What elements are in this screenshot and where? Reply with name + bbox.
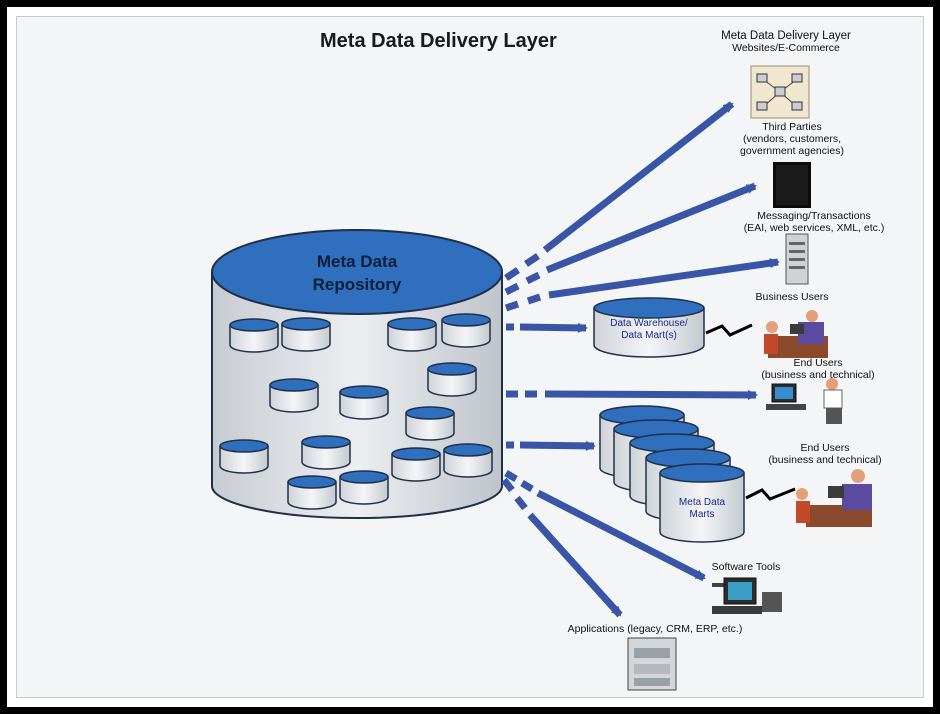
delivery-arrows: [501, 104, 778, 615]
arrow-data-marts: [506, 445, 594, 446]
disk: [281, 317, 331, 352]
diagram-title: Meta Data Delivery Layer: [320, 30, 557, 52]
business-users-label: Business Users: [744, 291, 840, 303]
applications-label-line1: Applications (legacy, CRM, ERP, etc.): [567, 623, 743, 635]
disk: [387, 317, 437, 352]
end-users-1-label-line2: (business and technical): [761, 369, 875, 381]
websites-label-line1: Meta Data Delivery Layer: [721, 30, 851, 42]
business-users-label-line1: Business Users: [755, 291, 829, 303]
lightning-links: [705, 323, 796, 501]
repository-label: Meta Data Repository: [282, 250, 432, 296]
third-parties-label-line1: Third Parties: [762, 121, 822, 133]
data-warehouse-cylinder: [593, 297, 705, 358]
arrow-messaging: [504, 186, 755, 296]
arrow-websites: [504, 104, 732, 281]
workstation-icon: [766, 378, 843, 424]
end-users-2-label: End Users (business and technical): [754, 442, 896, 466]
disk: [301, 435, 351, 470]
third-parties-label: Third Parties (vendors, customers, gover…: [730, 121, 854, 157]
arrow-data-warehouse: [506, 327, 586, 328]
disk: [229, 318, 279, 353]
repository-label-line2: Repository: [312, 275, 402, 294]
disk: [405, 406, 455, 441]
meta-data-marts-label-line1: Meta Data: [678, 497, 726, 508]
third-parties-label-line3: government agencies): [740, 145, 844, 157]
meta-data-marts-cylinders: [599, 405, 745, 543]
disk: [443, 443, 493, 478]
link-zigzag: [705, 323, 753, 337]
disk: [391, 447, 441, 482]
disk: [219, 439, 269, 474]
disk: [269, 378, 319, 413]
people-icon: [796, 469, 872, 527]
people-icon: [764, 310, 828, 358]
disk: [339, 385, 389, 420]
computer-icon: [712, 577, 782, 614]
meta-data-marts-label: Meta Data Marts: [664, 497, 740, 521]
websites-label: Meta Data Delivery Layer Websites/E-Comm…: [700, 30, 872, 54]
software-tools-label: Software Tools: [700, 561, 792, 573]
printer-icon: [627, 637, 677, 691]
file-cabinet-icon: [785, 233, 809, 285]
data-warehouse-label-line1: Data Warehouse/: [610, 318, 688, 329]
messaging-label: Messaging/Transactions (EAI, web service…: [724, 210, 904, 234]
disk: [287, 475, 337, 510]
meta-data-marts-label-line2: Marts: [689, 509, 715, 520]
arrow-end-users-1: [506, 394, 756, 395]
network-icon: [750, 65, 810, 119]
repository-label-line1: Meta Data: [316, 252, 398, 271]
applications-label: Applications (legacy, CRM, ERP, etc.): [542, 623, 768, 635]
end-users-2-label-line1: End Users: [800, 442, 850, 454]
end-users-1-label: End Users (business and technical): [748, 357, 888, 381]
disk: [427, 362, 477, 397]
server-icon: [773, 162, 811, 208]
end-users-1-label-line1: End Users: [793, 357, 843, 369]
repository-disks: [219, 313, 493, 510]
end-users-2-label-line2: (business and technical): [768, 454, 882, 466]
link-zigzag: [745, 487, 796, 501]
data-warehouse-label: Data Warehouse/ Data Mart(s): [596, 318, 702, 342]
data-warehouse-label-line2: Data Mart(s): [621, 330, 677, 341]
arrow-applications: [501, 477, 620, 615]
websites-label-line2: Websites/E-Commerce: [732, 42, 840, 54]
arrow-business-users: [504, 262, 778, 312]
disk: [339, 470, 389, 505]
software-tools-label-line1: Software Tools: [711, 561, 781, 573]
messaging-label-line2: (EAI, web services, XML, etc.): [743, 222, 885, 234]
third-parties-label-line2: (vendors, customers,: [742, 133, 842, 145]
disk: [441, 313, 491, 348]
messaging-label-line1: Messaging/Transactions: [757, 210, 871, 222]
arrow-software-tools: [504, 469, 704, 578]
